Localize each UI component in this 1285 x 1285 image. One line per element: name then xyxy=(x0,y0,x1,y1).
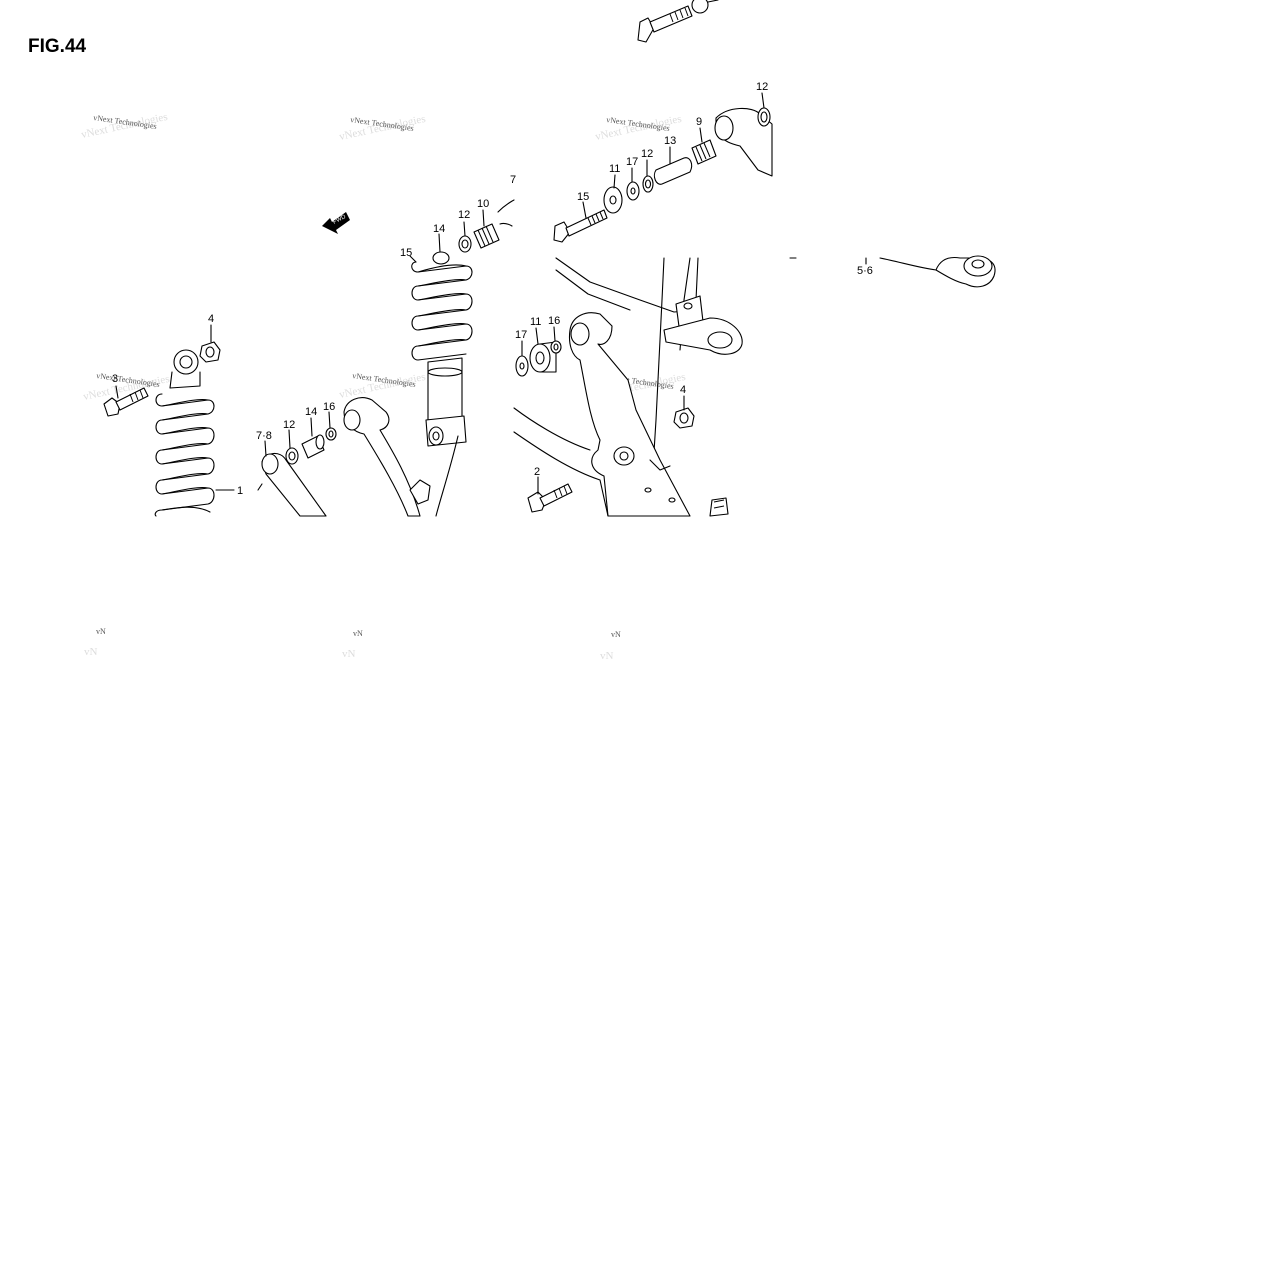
watermark-fragment-shadow: vN xyxy=(342,648,356,660)
upper-arm-assembly xyxy=(553,107,773,243)
shock-absorber-center xyxy=(411,199,515,447)
shock-absorber-left xyxy=(103,341,221,517)
callout-15: 15 xyxy=(577,191,589,203)
watermark-fragment: vN xyxy=(96,627,106,636)
fwd-arrow: FWD xyxy=(322,212,350,234)
leader-lines xyxy=(115,92,867,495)
watermark-fragment: vN xyxy=(611,630,621,639)
lower-arm-mid xyxy=(343,397,459,517)
watermark-fragment: vN xyxy=(353,629,363,638)
callout-4: 4 xyxy=(208,313,214,325)
callout-7-8: 7·8 xyxy=(256,430,272,442)
callouts: 12 9 13 11 17 12 15 7 10 12 14 15 4 3 1 … xyxy=(112,81,873,497)
callout-1: 1 xyxy=(237,485,243,497)
callout-16: 16 xyxy=(323,401,335,413)
callout-12: 12 xyxy=(641,148,653,160)
callout-15: 15 xyxy=(400,247,412,259)
watermark-fragment-shadow: vN xyxy=(84,646,98,658)
callout-14: 14 xyxy=(305,406,317,418)
figure-title: FIG.44 xyxy=(28,36,87,57)
bolt-top xyxy=(637,0,719,43)
callout-16: 16 xyxy=(548,315,560,327)
callout-12: 12 xyxy=(458,209,470,221)
callout-12: 12 xyxy=(283,419,295,431)
callout-13: 13 xyxy=(664,135,676,147)
lower-arm-left xyxy=(257,427,337,517)
callout-11: 11 xyxy=(530,316,541,328)
callout-17: 17 xyxy=(515,329,527,341)
callout-11: 11 xyxy=(609,163,620,175)
callout-17: 17 xyxy=(626,156,638,168)
callout-7: 7 xyxy=(510,174,516,186)
frame-assembly xyxy=(513,257,743,517)
callout-4: 4 xyxy=(680,384,686,396)
watermark-fragment-shadow: vN xyxy=(600,650,614,662)
callout-12: 12 xyxy=(756,81,768,93)
callout-2: 2 xyxy=(534,466,540,478)
callout-14: 14 xyxy=(433,223,445,235)
callout-10: 10 xyxy=(477,198,489,210)
callout-9: 9 xyxy=(696,116,702,128)
tie-rod-end xyxy=(789,255,996,288)
callout-3: 3 xyxy=(112,373,118,385)
callout-5-6: 5·6 xyxy=(857,265,873,277)
